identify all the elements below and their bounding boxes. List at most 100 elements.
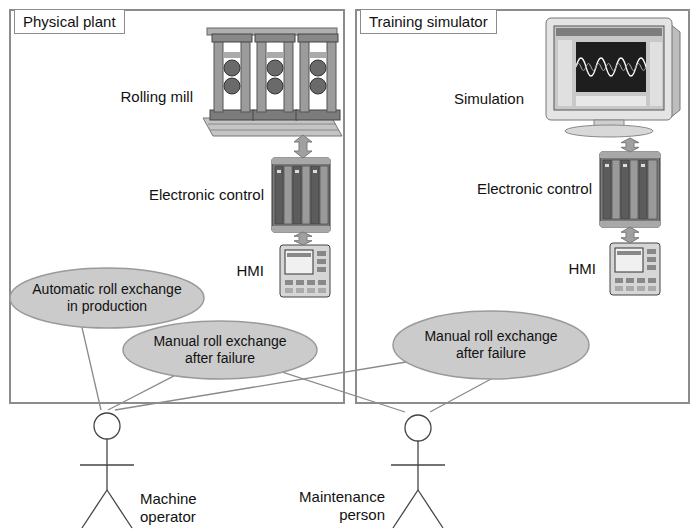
monitor-illustration	[576, 64, 646, 71]
hmi-illustration	[648, 278, 656, 283]
double-arrow	[621, 138, 639, 152]
hmi-illustration	[615, 248, 643, 272]
rolling-mill-illustration	[210, 130, 339, 131]
plc-illustration	[600, 152, 660, 227]
monitor-illustration	[556, 28, 662, 36]
plc-illustration	[295, 170, 299, 173]
component-label: Electronic control	[477, 180, 592, 198]
rolling-mill-illustration	[255, 34, 295, 42]
hmi-illustration	[626, 278, 634, 283]
hmi-illustration	[318, 288, 326, 293]
use-case-label: Manual roll exchange after failure	[141, 333, 299, 367]
rolling-mill-illustration	[203, 118, 342, 136]
hmi-illustration	[647, 257, 656, 262]
hmi-illustration	[280, 245, 330, 297]
plc-illustration	[630, 160, 638, 219]
hmi-illustration	[307, 288, 315, 293]
actor-node: Maintenance person	[289, 412, 447, 530]
hmi-illustration	[647, 265, 656, 270]
association-line	[82, 327, 101, 410]
plc-illustration	[293, 166, 301, 224]
rolling-mill-illustration	[214, 36, 223, 112]
hmi-illustration	[610, 243, 660, 295]
monitor-illustration	[576, 42, 646, 92]
panel-frame: Physical plantRolling millElectronic con…	[9, 9, 345, 404]
use-case-label: Manual roll exchange after failure	[412, 328, 570, 362]
rolling-mill-illustration	[203, 28, 342, 136]
plc-illustration	[272, 158, 330, 232]
rolling-mill-illustration	[284, 36, 293, 112]
plc-illustration	[311, 166, 319, 224]
hmi-illustration	[307, 280, 315, 285]
hmi-illustration	[626, 286, 634, 291]
monitor-illustration	[576, 58, 646, 76]
stick-figure	[80, 413, 134, 528]
plc-illustration	[600, 152, 660, 227]
use-case-label: Automatic roll exchange in production	[28, 281, 186, 315]
rolling-mill-illustration	[267, 78, 283, 94]
component-label: Electronic control	[149, 186, 264, 204]
plc-illustration	[272, 226, 330, 232]
monitor-illustration	[546, 18, 680, 137]
actor-node: Machine operator	[78, 410, 200, 530]
plc-illustration	[641, 164, 645, 167]
plc-illustration	[600, 152, 660, 158]
stick-figure	[82, 490, 107, 528]
ellipse-shape	[10, 268, 204, 328]
component-label: Simulation	[454, 90, 524, 108]
hmi-illustration	[287, 253, 311, 257]
plc-illustration	[612, 160, 620, 219]
plc-illustration	[275, 166, 283, 224]
plc-illustration	[272, 158, 330, 232]
rolling-mill-illustration	[309, 52, 327, 58]
plc-illustration	[302, 166, 310, 224]
use-case-ellipse: Manual roll exchange after failure	[122, 320, 318, 380]
component-node: Simulation	[454, 18, 682, 138]
monitor-illustration	[558, 40, 572, 106]
stick-figure	[94, 413, 120, 439]
rolling-mill-illustration	[267, 60, 283, 76]
component-label: HMI	[569, 260, 597, 278]
use-case-ellipse: Automatic roll exchange in production	[9, 267, 205, 329]
plc-illustration	[277, 170, 281, 173]
rolling-mill-illustration	[298, 34, 338, 42]
hmi-illustration	[615, 278, 623, 283]
hmi-illustration	[296, 288, 304, 293]
rolling-mill-illustration	[224, 60, 240, 76]
hmi-illustration	[637, 278, 645, 283]
monitor-illustration	[576, 96, 646, 106]
component-node: Rolling mill	[120, 28, 340, 135]
hmi-illustration	[296, 280, 304, 285]
stick-figure	[391, 464, 445, 465]
plc-illustration	[272, 158, 330, 164]
rolling-mill-illustration	[223, 52, 241, 58]
hmi-illustration	[317, 251, 326, 256]
plc-illustration	[621, 160, 629, 219]
rolling-mill-illustration	[241, 36, 250, 112]
plc-illustration	[605, 164, 609, 167]
rolling-mill-illustration	[257, 36, 266, 112]
hmi-illustration	[280, 245, 330, 297]
stick-figure	[80, 464, 134, 465]
stick-figure	[391, 415, 445, 528]
hmi-illustration	[317, 259, 326, 264]
association-line	[430, 379, 491, 412]
component-node: Electronic control	[477, 152, 660, 227]
stick-figure	[393, 490, 418, 528]
hmi-illustration	[637, 286, 645, 291]
plc-illustration	[320, 166, 328, 224]
component-label: Rolling mill	[120, 88, 193, 106]
plc-illustration	[603, 160, 611, 219]
ellipse-shape	[123, 321, 317, 379]
monitor-illustration	[546, 18, 672, 120]
stick-figure	[418, 490, 443, 528]
hmi-illustration	[647, 249, 656, 254]
rolling-mill-illustration	[212, 34, 252, 42]
panel-frame: Training simulatorSimulationElectronic c…	[355, 9, 690, 404]
double-arrow	[621, 227, 639, 243]
stick-figure	[107, 490, 132, 528]
monitor-illustration	[565, 125, 653, 137]
hmi-illustration	[285, 288, 293, 293]
plc-illustration	[648, 160, 657, 219]
